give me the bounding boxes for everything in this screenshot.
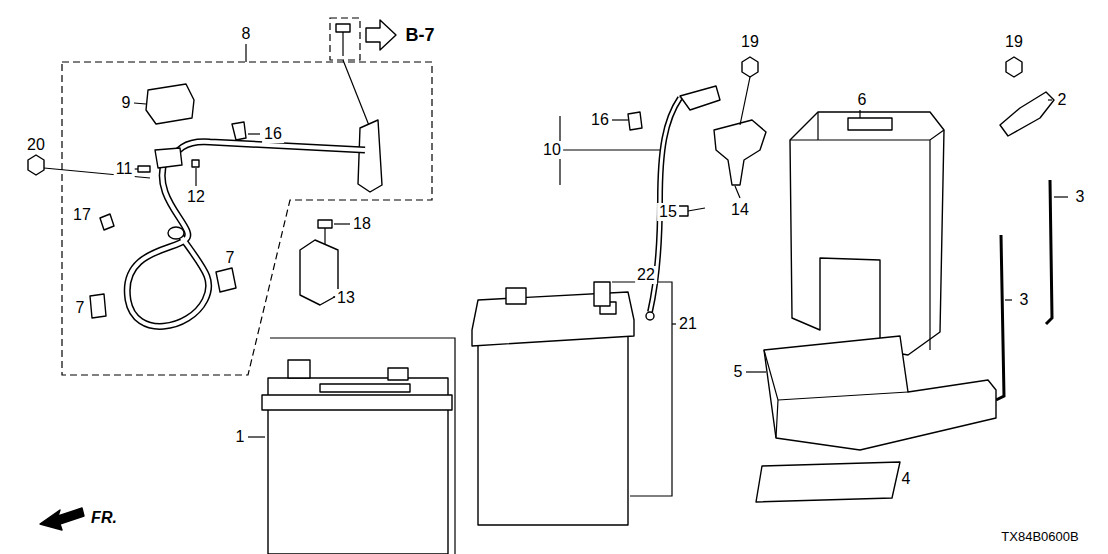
callout-number: 15 (657, 203, 679, 221)
leader-line (1048, 99, 1052, 100)
terminal-clamp (714, 120, 766, 185)
cable (127, 160, 209, 326)
bolt-head (318, 220, 332, 228)
terminal-cover (146, 84, 194, 124)
terminal-post (506, 288, 526, 304)
callout-number: 6 (856, 91, 869, 109)
terminal-post (388, 368, 408, 380)
callout-number: 4 (900, 470, 913, 488)
hold-down-rod (996, 235, 1004, 400)
leader-line (612, 119, 628, 120)
bracket (612, 282, 672, 496)
callout-number: 5 (732, 363, 745, 381)
diagram-code: TX84B0600B (999, 529, 1080, 544)
tray-edge (764, 350, 908, 438)
leader-line (1005, 299, 1012, 300)
front-arrow (40, 508, 84, 530)
callout-number: 20 (25, 136, 47, 154)
leader-line (1054, 196, 1068, 197)
nut (28, 155, 44, 175)
grommet (216, 268, 236, 292)
nut (742, 57, 758, 77)
callout-number: 18 (351, 215, 373, 233)
reference-arrow (366, 20, 396, 50)
battery-cover (790, 112, 944, 355)
leader-line (560, 149, 660, 150)
bolt-shank (688, 208, 705, 211)
callout-number: 16 (262, 125, 284, 143)
callout-number: 22 (635, 266, 657, 284)
cable (127, 160, 209, 326)
cover-slot (848, 118, 892, 130)
callout-number: 3 (1074, 188, 1087, 206)
callout-number: 17 (71, 206, 93, 224)
callout-number: 19 (1003, 33, 1025, 51)
leader-line (248, 436, 265, 437)
callout-number: 21 (677, 315, 699, 333)
reference-code: B-7 (403, 25, 436, 45)
battery-tray (764, 336, 996, 450)
hold-down-rod (1046, 180, 1052, 324)
battery (478, 330, 628, 525)
callout-number: 16 (589, 111, 611, 129)
callout-number: 9 (120, 94, 133, 112)
callout-number: 13 (335, 289, 357, 307)
bolt (138, 166, 150, 172)
callout-number: 7 (74, 299, 87, 317)
cable-end (680, 86, 720, 110)
callout-number: 10 (541, 141, 563, 159)
holder (300, 240, 338, 305)
callout-number: 2 (1056, 91, 1069, 109)
terminal-post (288, 360, 310, 378)
ring-terminal (646, 312, 654, 320)
reference-box (330, 18, 360, 60)
leader-line (746, 371, 766, 372)
callout-number: 11 (114, 160, 135, 178)
battery-lid (262, 395, 452, 410)
callout-number: 19 (739, 33, 761, 51)
callout-number: 3 (1018, 291, 1031, 309)
clip (100, 214, 114, 230)
leader-line (859, 110, 860, 118)
leader-line (248, 133, 260, 134)
leader-line (672, 323, 676, 324)
bolt-shank (342, 32, 343, 56)
nut (1006, 57, 1022, 77)
leader-line (343, 60, 370, 128)
vent-plug (594, 282, 610, 306)
leader-line (245, 44, 246, 62)
terminal (155, 148, 182, 168)
cable-end (168, 227, 184, 239)
cover-edge (790, 112, 944, 350)
front-marker: FR. (89, 509, 119, 527)
cable-bracket (358, 120, 382, 192)
callout-number: 14 (729, 201, 751, 219)
group-outline (62, 62, 432, 375)
handle (320, 384, 410, 392)
battery-pad (756, 462, 900, 502)
clip (628, 112, 642, 130)
nut (192, 160, 199, 167)
callout-number: 8 (240, 25, 253, 43)
bolt-head (336, 24, 350, 32)
leader-line (735, 186, 740, 198)
callout-number: 12 (185, 188, 207, 206)
leader-line (334, 223, 350, 224)
leader-line (195, 168, 196, 186)
callout-number: 1 (234, 428, 247, 446)
grommet (90, 294, 106, 318)
leader-line (134, 168, 138, 169)
hold-down-bracket (1000, 92, 1054, 136)
leader-line (740, 77, 750, 125)
clip (232, 122, 246, 140)
leader-line (134, 103, 146, 104)
callout-number: 7 (224, 249, 237, 267)
